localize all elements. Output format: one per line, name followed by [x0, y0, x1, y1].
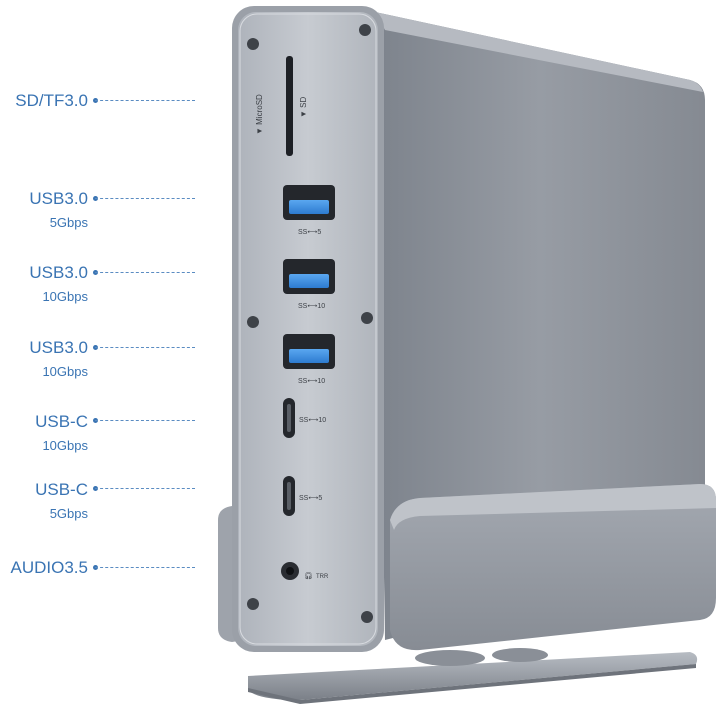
callout-usbc2-speed: 5Gbps	[49, 506, 88, 521]
trrs-text: TRR	[316, 574, 329, 580]
leader-line	[95, 272, 195, 273]
callout-sd-label: SD/TF3.0	[15, 91, 88, 110]
callout-usbc1: USB-C 10Gbps	[0, 0, 200, 712]
leader-line	[95, 100, 195, 101]
callout-usbc1-speed: 10Gbps	[42, 438, 88, 453]
screws	[247, 24, 373, 623]
ssc-logo-1: SS⟷10	[299, 417, 326, 424]
leader-line	[95, 488, 195, 489]
callout-usb3: USB3.0 10Gbps	[0, 0, 200, 712]
callout-usbc2: USB-C 5Gbps	[0, 0, 200, 712]
callout-usb2-speed: 10Gbps	[42, 289, 88, 304]
audio-jack[interactable]: 🎧︎ TRR	[281, 562, 329, 580]
callout-usb3-speed: 10Gbps	[42, 364, 88, 379]
sd-text: ▼ SD	[299, 97, 308, 118]
callout-audio-label: AUDIO3.5	[10, 558, 88, 577]
callout-audio: AUDIO3.5	[0, 0, 200, 712]
microsd-text: ▼ MicroSD	[255, 94, 264, 135]
leader-line	[95, 347, 195, 348]
device-side	[375, 12, 705, 640]
callout-usb2-label: USB3.0	[29, 263, 88, 282]
usb-c-port-2[interactable]: SS⟷5	[283, 476, 322, 516]
ss-logo-2: SS⟷10	[298, 303, 325, 310]
ss-logo-1: SS⟷5	[298, 229, 321, 236]
usb-a-port-2[interactable]: SS⟷10	[283, 259, 335, 310]
usb-a-port-3[interactable]: SS⟷10	[283, 334, 335, 385]
leader-line	[95, 420, 195, 421]
ss-logo-3: SS⟷10	[298, 378, 325, 385]
headset-icon: 🎧︎	[304, 572, 313, 580]
callout-usbc2-label: USB-C	[35, 480, 88, 499]
base-plate	[248, 648, 698, 704]
leader-line	[95, 567, 195, 568]
card-slots: ▼ MicroSD ▼ SD	[255, 56, 308, 156]
usb-c-port-1[interactable]: SS⟷10	[283, 398, 326, 438]
callout-usb1-label: USB3.0	[29, 189, 88, 208]
front-panel	[232, 6, 384, 652]
callout-usb2: USB3.0 10Gbps	[0, 0, 200, 712]
callout-usb1: USB3.0 5Gbps	[0, 0, 200, 712]
stand	[218, 484, 716, 651]
leader-line	[95, 198, 195, 199]
callout-sd: SD/TF3.0	[0, 0, 200, 712]
usb-a-port-1[interactable]: SS⟷5	[283, 185, 335, 236]
callout-usb1-speed: 5Gbps	[49, 215, 88, 230]
ssc-logo-2: SS⟷5	[299, 495, 322, 502]
callout-usb3-label: USB3.0	[29, 338, 88, 357]
callout-usbc1-label: USB-C	[35, 412, 88, 431]
